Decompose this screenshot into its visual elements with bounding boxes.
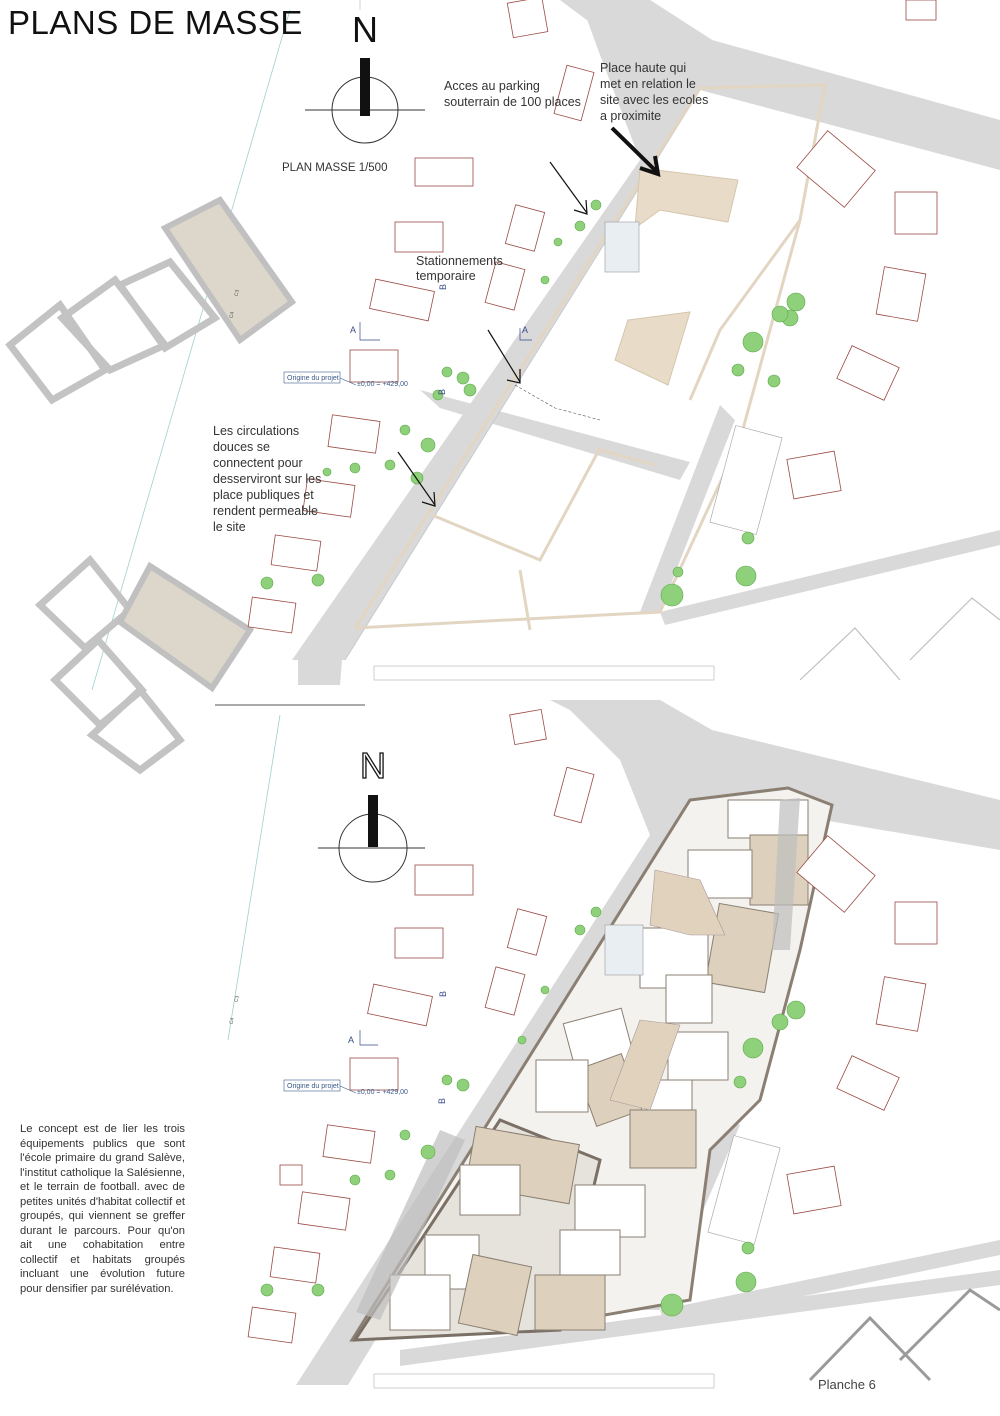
place-haute-plaza — [634, 167, 739, 230]
existing-houses — [247, 708, 938, 1344]
plaza-mid — [609, 1019, 681, 1111]
section-mark-label: A — [348, 1035, 354, 1045]
scale-label: PLAN MASSE 1/500 — [282, 162, 388, 174]
circulations-annotation: Les circulations douces se connectent po… — [213, 424, 322, 534]
small-mark: C4 — [229, 311, 236, 319]
small-mark: C3 — [234, 995, 241, 1003]
existing-houses — [247, 0, 938, 634]
origin-tag-label: Origine du projet — [287, 1083, 339, 1090]
place-haute-annotation: Place haute qui met en relation le site … — [600, 61, 709, 123]
plaza-upper — [649, 869, 726, 936]
north-label: N — [352, 9, 378, 50]
section-mark-label: B — [438, 284, 448, 290]
origin-level: ±0,00 = +429,00 — [357, 1089, 408, 1096]
bottom-site-plan: A B B C3 C4 Origine du projet ±0,00 = +4… — [227, 700, 1000, 1389]
origin-tag-box — [283, 371, 341, 384]
neighbour-building-shaded — [116, 561, 255, 693]
boundary-line — [91, 9, 291, 691]
building-shadows — [356, 798, 800, 1320]
origin-tag-label: Origine du projet — [287, 375, 339, 382]
parking-annotation: Acces au parking souterrain de 100 place… — [444, 79, 581, 109]
trees — [260, 906, 806, 1317]
section-mark-label: B — [438, 991, 448, 997]
north-arrow — [305, 58, 425, 144]
frame-mark — [373, 1373, 715, 1389]
top-site-plan: A B B A C3 C4 Origine du projet ±0,00 = … — [5, 0, 1000, 775]
section-mark-label: A — [522, 325, 528, 335]
origin-tag-box — [283, 1079, 341, 1092]
parking-ramp — [604, 221, 640, 273]
stationnements-annotation: Stationnements temporaire — [416, 254, 503, 283]
corner-sketch — [799, 597, 1000, 681]
corner-sketch — [808, 1288, 1000, 1382]
section-mark-label: B — [437, 1098, 447, 1104]
public-plaza — [614, 311, 691, 386]
section-marks — [359, 322, 532, 341]
section-mark-label: B — [437, 389, 447, 395]
small-mark: C4 — [229, 1017, 236, 1025]
section-mark-label: A — [350, 325, 356, 335]
parking-ramp — [604, 924, 644, 976]
annotation-arrows — [397, 126, 661, 507]
origin-level: ±0,00 = +429,00 — [357, 381, 408, 388]
new-buildings — [389, 799, 809, 1337]
parking-strip — [707, 1135, 781, 1245]
page-title: PLANS DE MASSE — [8, 4, 303, 41]
concept-text: Le concept est de lier les trois équipem… — [20, 1123, 185, 1295]
frame-mark — [373, 665, 715, 681]
neighbour-parcels — [5, 257, 221, 775]
north-label: N — [360, 745, 386, 786]
neighbour-building-shaded — [160, 196, 297, 345]
trees — [260, 199, 806, 607]
sheet-label: Planche 6 — [818, 1377, 876, 1392]
site-paths — [353, 83, 827, 631]
north-arrow — [318, 795, 425, 883]
small-mark: C3 — [234, 289, 241, 297]
parking-strip — [709, 425, 783, 535]
